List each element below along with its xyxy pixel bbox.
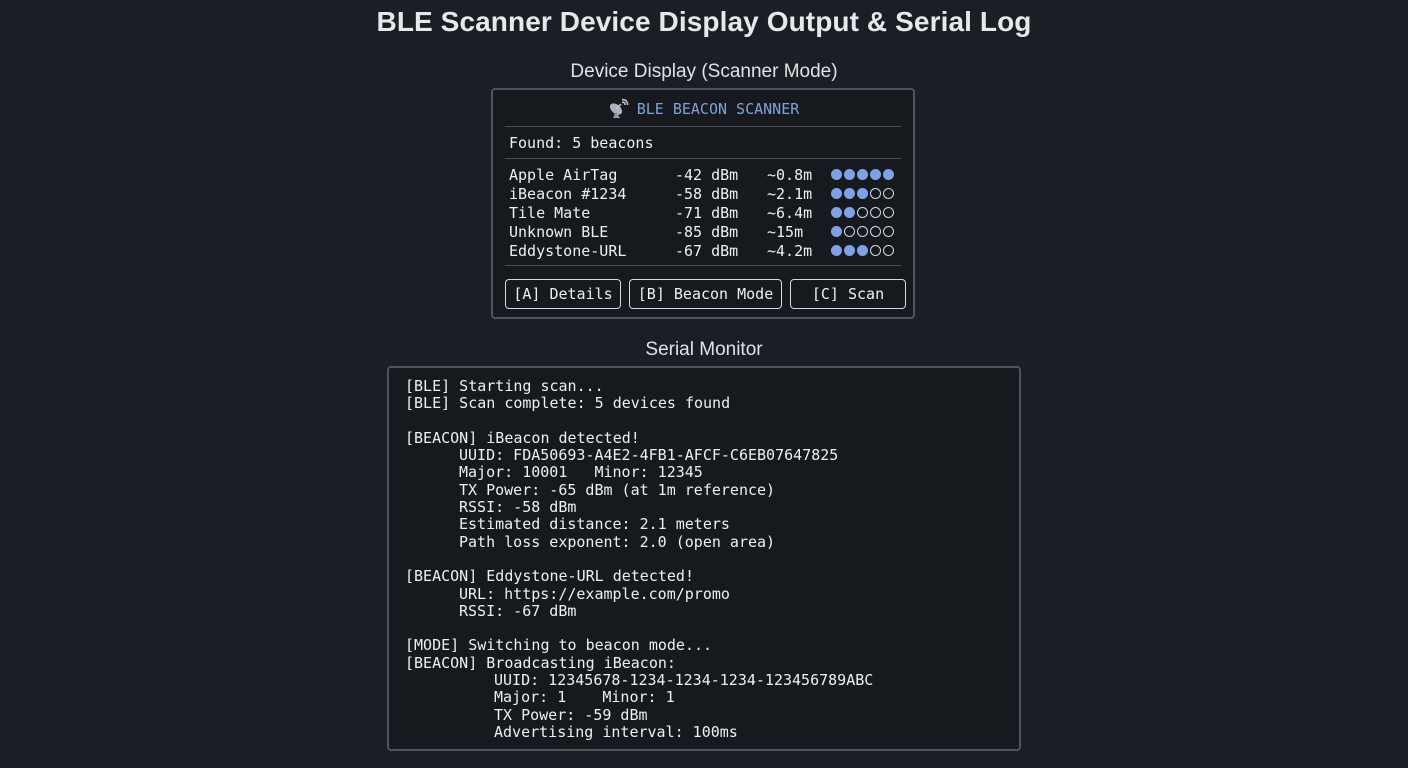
log-line: UUID: FDA50693-A4E2-4FB1-AFCF-C6EB076478…: [459, 446, 839, 465]
signal-dot-empty-icon: [857, 207, 868, 218]
signal-dot-filled-icon: [831, 245, 842, 256]
signal-dot-filled-icon: [844, 207, 855, 218]
beacon-row: Unknown BLE -85 dBm ~15m: [509, 222, 905, 241]
device-button-row: [A] Details [B] Beacon Mode [C] Scan: [505, 279, 906, 309]
divider: [505, 158, 901, 159]
divider: [505, 126, 901, 127]
serial-log: [BLE] Starting scan...[BLE] Scan complet…: [405, 377, 874, 741]
log-line: Major: 10001 Minor: 12345: [459, 463, 703, 482]
beacon-row: Apple AirTag -42 dBm ~0.8m: [509, 165, 905, 184]
signal-dot-empty-icon: [844, 226, 855, 237]
signal-dot-filled-icon: [857, 169, 868, 180]
log-line: TX Power: -59 dBm: [494, 705, 648, 724]
signal-dot-filled-icon: [844, 245, 855, 256]
details-button[interactable]: [A] Details: [505, 279, 621, 309]
signal-strength-indicator: [831, 188, 894, 199]
beacon-list: Apple AirTag -42 dBm ~0.8m iBeacon #1234…: [509, 165, 905, 260]
signal-dot-filled-icon: [831, 226, 842, 237]
device-header-text: BLE BEACON SCANNER: [636, 100, 800, 118]
log-line: [BLE] Scan complete: 5 devices found: [405, 394, 731, 413]
signal-dot-filled-icon: [844, 169, 855, 180]
log-blank-line: [405, 620, 873, 637]
beacon-row: Eddystone-URL -67 dBm ~4.2m: [509, 241, 905, 260]
log-line: [BEACON] Broadcasting iBeacon:: [405, 653, 676, 672]
beacon-row: iBeacon #1234 -58 dBm ~2.1m: [509, 184, 905, 203]
log-line: TX Power: -65 dBm (at 1m reference): [459, 480, 776, 499]
log-line: [BEACON] Eddystone-URL detected!: [405, 567, 694, 586]
signal-dot-empty-icon: [857, 226, 868, 237]
log-line: Advertising interval: 100ms: [494, 722, 738, 741]
beacon-distance: ~6.4m: [767, 203, 813, 222]
beacon-rssi: -42 dBm: [675, 165, 739, 184]
beacon-distance: ~0.8m: [767, 165, 813, 184]
beacon-distance: ~15m: [767, 222, 804, 241]
signal-dot-filled-icon: [831, 188, 842, 199]
signal-dot-empty-icon: [883, 207, 894, 218]
signal-strength-indicator: [831, 169, 894, 180]
log-line: Estimated distance: 2.1 meters: [459, 515, 730, 534]
beacon-rssi: -67 dBm: [675, 241, 739, 260]
signal-dot-empty-icon: [870, 207, 881, 218]
beacon-name: Apple AirTag: [509, 165, 618, 184]
beacon-distance: ~2.1m: [767, 184, 813, 203]
signal-dot-empty-icon: [883, 226, 894, 237]
serial-monitor-title: Serial Monitor: [645, 339, 763, 360]
device-display-title: Device Display (Scanner Mode): [570, 61, 838, 82]
log-line: RSSI: -67 dBm: [459, 601, 577, 620]
signal-dot-filled-icon: [844, 188, 855, 199]
beacon-name: Unknown BLE: [509, 222, 609, 241]
log-blank-line: [405, 413, 873, 430]
signal-dot-filled-icon: [883, 169, 894, 180]
device-header: BLE BEACON SCANNER: [493, 98, 913, 120]
signal-dot-empty-icon: [870, 188, 881, 199]
log-line: Path loss exponent: 2.0 (open area): [459, 532, 776, 551]
log-line: [BEACON] iBeacon detected!: [405, 428, 640, 447]
divider: [505, 265, 901, 266]
signal-dot-filled-icon: [831, 207, 842, 218]
signal-dot-filled-icon: [857, 188, 868, 199]
beacon-name: iBeacon #1234: [509, 184, 627, 203]
signal-dot-filled-icon: [831, 169, 842, 180]
log-line: [MODE] Switching to beacon mode...: [405, 636, 713, 655]
device-display-panel: BLE BEACON SCANNER Found: 5 beacons Appl…: [491, 88, 915, 319]
signal-dot-empty-icon: [870, 245, 881, 256]
log-blank-line: [405, 551, 873, 568]
found-count: Found: 5 beacons: [509, 134, 654, 152]
signal-strength-indicator: [831, 226, 894, 237]
beacon-rssi: -85 dBm: [675, 222, 739, 241]
signal-strength-indicator: [831, 207, 894, 218]
serial-monitor-panel[interactable]: [BLE] Starting scan...[BLE] Scan complet…: [387, 366, 1021, 751]
log-line: Major: 1 Minor: 1: [494, 688, 675, 707]
beacon-name: Tile Mate: [509, 203, 591, 222]
page-title: BLE Scanner Device Display Output & Seri…: [376, 6, 1032, 37]
beacon-rssi: -58 dBm: [675, 184, 739, 203]
beacon-name: Eddystone-URL: [509, 241, 627, 260]
log-line: URL: https://example.com/promo: [459, 584, 730, 603]
satellite-antenna-icon: [607, 98, 629, 120]
signal-strength-indicator: [831, 245, 894, 256]
beacon-mode-button[interactable]: [B] Beacon Mode: [629, 279, 782, 309]
beacon-rssi: -71 dBm: [675, 203, 739, 222]
log-line: RSSI: -58 dBm: [459, 498, 577, 517]
beacon-row: Tile Mate -71 dBm ~6.4m: [509, 203, 905, 222]
log-line: UUID: 12345678-1234-1234-1234-123456789A…: [494, 671, 874, 690]
scan-button[interactable]: [C] Scan: [790, 279, 906, 309]
signal-dot-empty-icon: [883, 188, 894, 199]
beacon-distance: ~4.2m: [767, 241, 813, 260]
signal-dot-filled-icon: [857, 245, 868, 256]
log-line: [BLE] Starting scan...: [405, 377, 604, 395]
signal-dot-empty-icon: [883, 245, 894, 256]
signal-dot-filled-icon: [870, 169, 881, 180]
signal-dot-empty-icon: [870, 226, 881, 237]
